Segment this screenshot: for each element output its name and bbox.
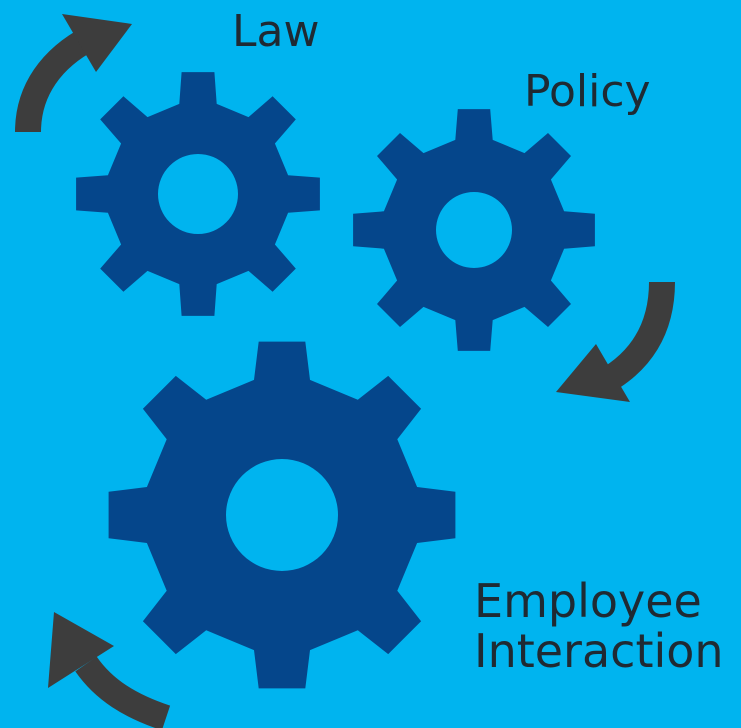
employee-interaction-label: Employee Interaction [474,576,724,676]
employee-interaction-gear-icon [108,341,456,689]
policy-label: Policy [524,66,651,117]
policy-gear-icon [353,109,595,351]
top-left-curved-arrow-icon [15,14,132,133]
law-gear-icon [76,72,320,316]
employee-interaction-label-line2: Interaction [474,624,724,678]
right-curved-arrow-icon [556,281,675,402]
employee-interaction-label-line1: Employee [474,574,702,628]
bottom-left-curved-arrow-icon [48,612,171,728]
law-label: Law [232,6,320,57]
